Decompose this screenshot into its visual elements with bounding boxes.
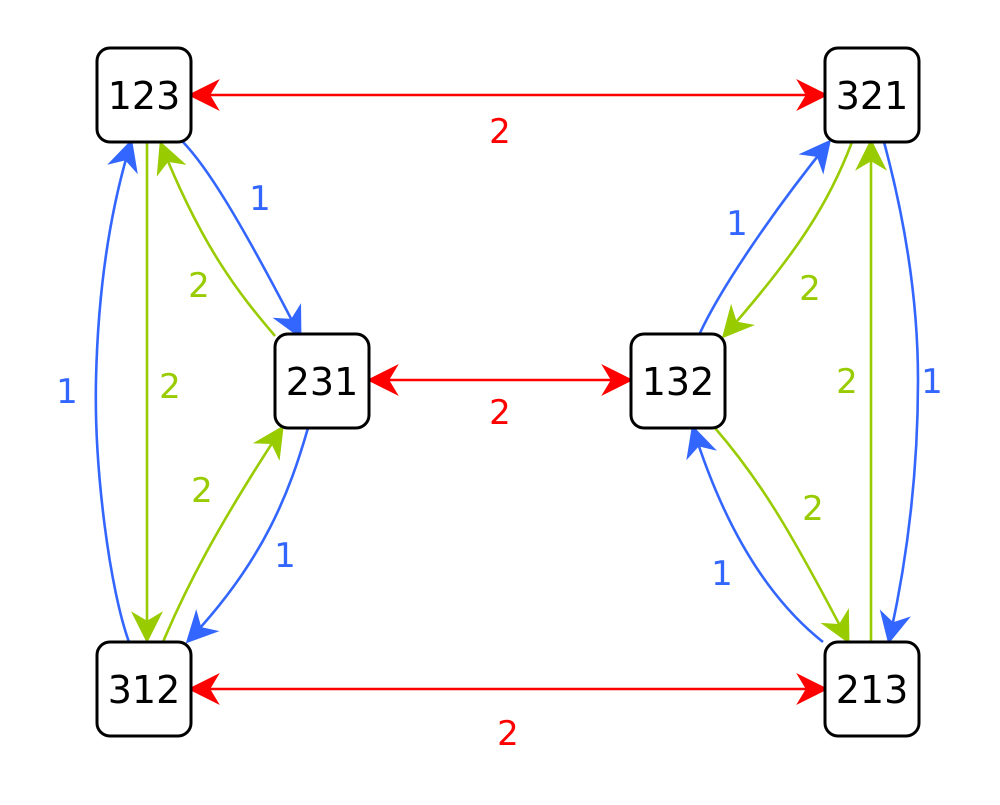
edge-label-321-213: 1 [921,362,943,402]
node-label-123: 123 [108,74,181,118]
edge-label-132-321: 1 [726,204,748,244]
edge-321-132 [721,141,854,339]
edge-label-231-312: 1 [274,536,296,576]
node-label-312: 312 [108,668,181,712]
node-231: 231 [273,332,371,430]
edge-label-231-132: 2 [489,393,511,433]
node-321: 321 [823,46,921,144]
node-123: 123 [95,46,193,144]
edge-312-123 [94,138,138,643]
edge-213-132 [686,424,824,644]
node-312: 312 [95,640,193,738]
edge-123-231 [182,141,302,339]
edge-label-123-321: 2 [489,112,511,152]
edge-132-321 [698,139,832,334]
edge-label-312-231: 2 [191,471,213,511]
edge-label-312-123: 1 [56,372,78,412]
edge-321-213 [879,141,920,645]
node-label-231: 231 [286,360,359,404]
edge-label-132-213: 2 [802,489,824,529]
edge-label-312-213: 2 [497,714,519,754]
edge-231-123 [156,141,276,337]
edge-label-123-312: 2 [159,367,181,407]
node-label-213: 213 [836,668,909,712]
edge-132-213 [714,427,850,644]
node-label-321: 321 [836,74,909,118]
edge-label-213-132: 1 [711,554,733,594]
edge-231-312 [185,427,310,644]
node-132: 132 [629,332,727,430]
edge-label-123-231: 1 [249,179,271,219]
node-213: 213 [823,640,921,738]
edge-label-321-132: 2 [799,269,821,309]
edge-label-231-123: 2 [188,266,210,306]
edge-label-213-321: 2 [836,362,858,402]
edge-312-231 [161,425,284,643]
node-label-132: 132 [642,360,715,404]
